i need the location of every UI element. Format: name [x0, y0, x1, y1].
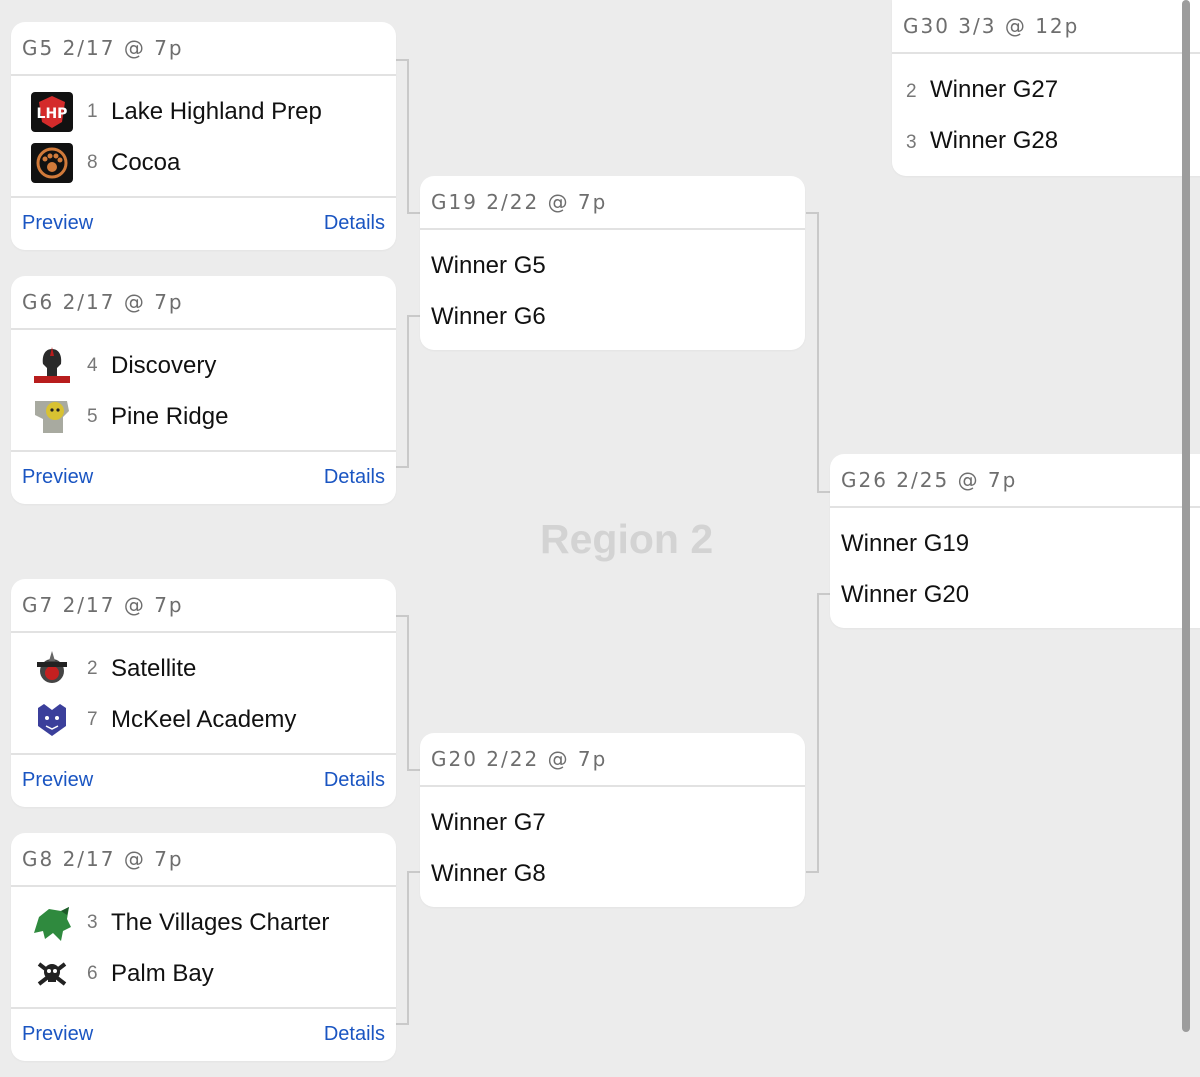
card-footer: Preview Details: [11, 753, 396, 807]
game-card-g6: G6 2/17 @ 7p 4 Discovery 5 Pine Ridge Pr…: [11, 276, 396, 504]
connector-g8-g20: [396, 871, 420, 1025]
connector-g19-g26: [806, 212, 830, 493]
game-card-g8: G8 2/17 @ 7p 3 The Villages Charter 6 Pa…: [11, 833, 396, 1061]
winner-slot: Winner G20: [841, 581, 970, 608]
palm-bay-skull-logo-icon: [31, 954, 73, 994]
team-name: The Villages Charter: [111, 909, 330, 936]
game-header: G6 2/17 @ 7p: [11, 276, 396, 330]
team-name: Lake Highland Prep: [111, 98, 322, 125]
team-name: Cocoa: [111, 149, 181, 176]
preview-link[interactable]: Preview: [22, 1023, 94, 1045]
game-card-g5: G5 2/17 @ 7p LHP 1 Lake Highland Prep 8 …: [11, 22, 396, 250]
details-link[interactable]: Details: [323, 212, 385, 234]
team-seed: 8: [87, 152, 98, 173]
winner-slot: Winner G8: [431, 860, 546, 887]
svg-text:LHP: LHP: [37, 106, 68, 122]
team-name: Discovery: [111, 352, 217, 379]
team-seed: 1: [87, 101, 98, 122]
card-footer: Preview Details: [11, 1007, 396, 1061]
lake-highland-logo-icon: LHP: [31, 92, 73, 132]
vertical-scrollbar[interactable]: [1182, 0, 1190, 1032]
winner-slot: Winner G7: [431, 809, 546, 836]
preview-link[interactable]: Preview: [22, 769, 94, 791]
satellite-logo-icon: [31, 649, 73, 689]
winner-slot: 3 Winner G28: [906, 127, 1058, 155]
team-seed: 3: [87, 912, 98, 933]
winner-label: Winner G27: [930, 76, 1059, 103]
discovery-spartan-logo-icon: [31, 346, 73, 386]
villages-buffalo-logo-icon: [31, 903, 73, 943]
connector-g20-g26: [806, 593, 830, 873]
pine-ridge-panther-logo-icon: [31, 397, 73, 437]
details-link[interactable]: Details: [323, 769, 385, 791]
connector-g7-g20: [396, 615, 420, 771]
team-seed: 7: [87, 709, 98, 730]
preview-link[interactable]: Preview: [22, 212, 94, 234]
card-footer: Preview Details: [11, 196, 396, 250]
region-title: Region 2: [540, 516, 714, 562]
team-name: Palm Bay: [111, 960, 214, 987]
winner-slot: Winner G5: [431, 252, 546, 279]
game-header: G7 2/17 @ 7p: [11, 579, 396, 633]
winner-slot: Winner G6: [431, 303, 546, 330]
game-card-g30[interactable]: G30 3/3 @ 12p 2 Winner G27 3 Winner G28: [892, 0, 1200, 176]
seed-label: 2: [906, 81, 917, 102]
team-seed: 5: [87, 406, 98, 427]
preview-link[interactable]: Preview: [22, 466, 94, 488]
game-header: G19 2/22 @ 7p: [420, 176, 805, 230]
connector-g6-g19: [396, 315, 420, 468]
team-seed: 6: [87, 963, 98, 984]
team-seed: 4: [87, 355, 98, 376]
winner-slot: Winner G19: [841, 530, 970, 557]
team-name: McKeel Academy: [111, 706, 297, 733]
details-link[interactable]: Details: [323, 466, 385, 488]
game-header: G30 3/3 @ 12p: [892, 0, 1200, 54]
winner-slot: 2 Winner G27: [906, 76, 1058, 104]
connector-g5-g19: [396, 59, 420, 214]
details-link[interactable]: Details: [323, 1023, 385, 1045]
game-card-g19[interactable]: G19 2/22 @ 7p Winner G5 Winner G6: [420, 176, 805, 350]
cocoa-paw-logo-icon: [31, 143, 73, 183]
mckeel-wildcat-logo-icon: [31, 700, 73, 740]
game-card-g26[interactable]: G26 2/25 @ 7p Winner G19 Winner G20: [830, 454, 1200, 628]
game-header: G8 2/17 @ 7p: [11, 833, 396, 887]
game-header: G26 2/25 @ 7p: [830, 454, 1200, 508]
card-footer: Preview Details: [11, 450, 396, 504]
game-card-g7: G7 2/17 @ 7p 2 Satellite 7 McKeel Academ…: [11, 579, 396, 807]
seed-label: 3: [906, 132, 917, 153]
game-card-g20[interactable]: G20 2/22 @ 7p Winner G7 Winner G8: [420, 733, 805, 907]
team-seed: 2: [87, 658, 98, 679]
game-header: G20 2/22 @ 7p: [420, 733, 805, 787]
team-name: Satellite: [111, 655, 197, 682]
winner-label: Winner G28: [930, 127, 1059, 154]
game-header: G5 2/17 @ 7p: [11, 22, 396, 76]
team-name: Pine Ridge: [111, 403, 229, 430]
